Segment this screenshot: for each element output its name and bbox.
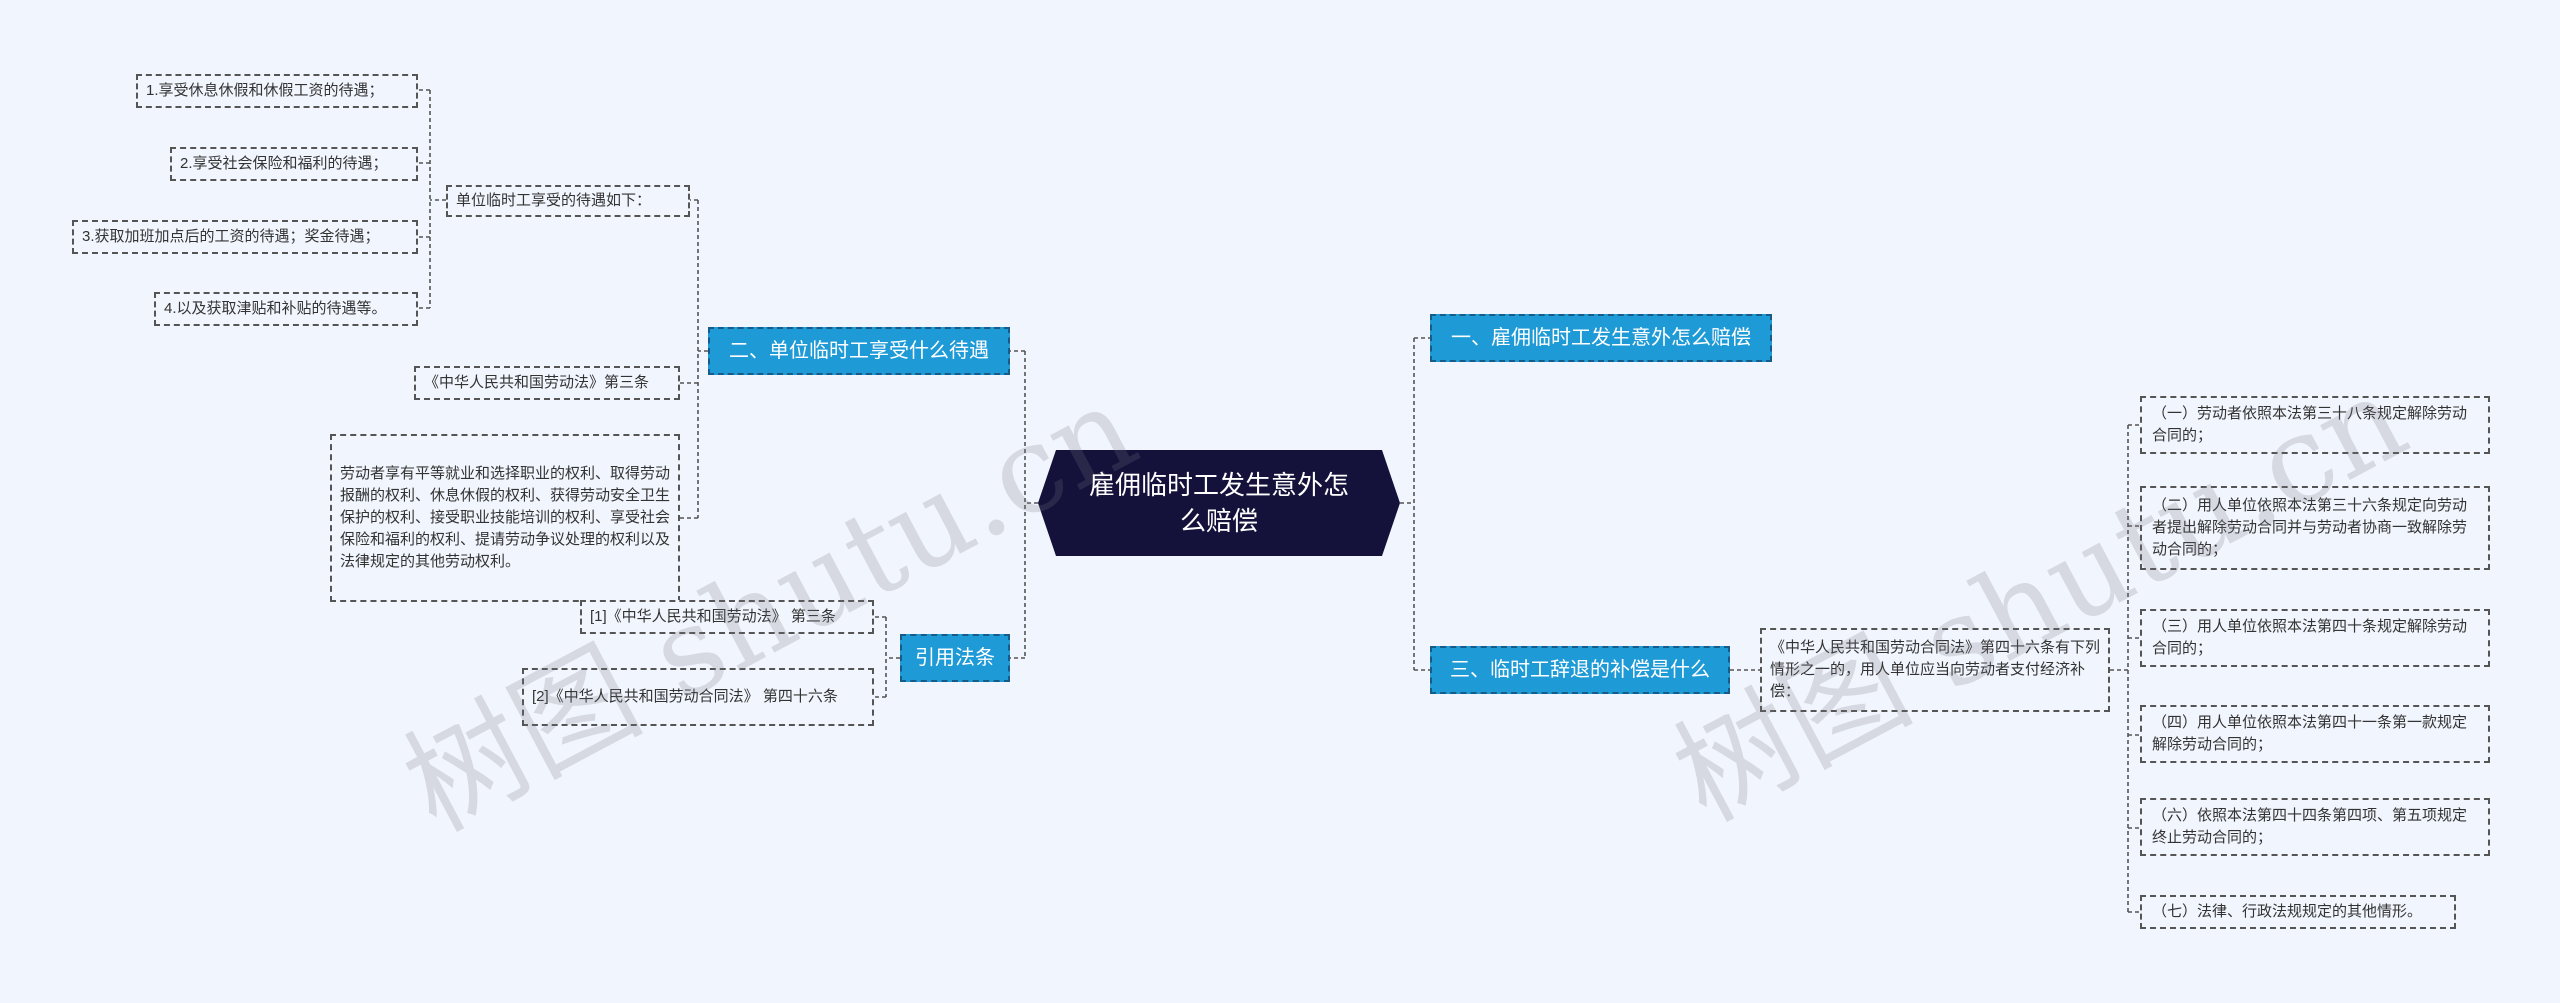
- compensation-item-4[interactable]: （四）用人单位依照本法第四十一条第一款规定解除劳动合同的；: [2140, 705, 2490, 763]
- benefit-item-1[interactable]: 1.享受休息休假和休假工资的待遇；: [136, 74, 418, 108]
- branch-dismissal-compensation[interactable]: 三、临时工辞退的补偿是什么: [1430, 646, 1730, 694]
- compensation-item-3[interactable]: （三）用人单位依照本法第四十条规定解除劳动合同的；: [2140, 609, 2490, 667]
- branch-label: 二、单位临时工享受什么待遇: [729, 340, 989, 362]
- branch-accident-compensation[interactable]: 一、雇佣临时工发生意外怎么赔偿: [1430, 314, 1772, 362]
- compensation-item-7[interactable]: （七）法律、行政法规规定的其他情形。: [2140, 895, 2456, 929]
- citation-2[interactable]: [2]《中华人民共和国劳动合同法》 第四十六条: [522, 668, 874, 726]
- benefit-item-2[interactable]: 2.享受社会保险和福利的待遇；: [170, 147, 418, 181]
- labor-rights-text[interactable]: 劳动者享有平等就业和选择职业的权利、取得劳动报酬的权利、休息休假的权利、获得劳动…: [330, 434, 680, 602]
- branch-citations[interactable]: 引用法条: [900, 634, 1010, 682]
- branch-temp-worker-benefits[interactable]: 二、单位临时工享受什么待遇: [708, 327, 1010, 375]
- benefit-item-4[interactable]: 4.以及获取津贴和补贴的待遇等。: [154, 292, 418, 326]
- root-node-shape: [1038, 450, 1400, 556]
- branch-label: 一、雇佣临时工发生意外怎么赔偿: [1451, 327, 1751, 349]
- benefit-item-3[interactable]: 3.获取加班加点后的工资的待遇；奖金待遇；: [72, 220, 418, 254]
- branch-label: 引用法条: [915, 647, 995, 669]
- benefits-subhead[interactable]: 单位临时工享受的待遇如下：: [446, 185, 690, 217]
- branch-label: 三、临时工辞退的补偿是什么: [1450, 659, 1710, 681]
- root-node[interactable]: 雇佣临时工发生意外怎么赔偿: [1038, 450, 1400, 556]
- root-title: 雇佣临时工发生意外怎么赔偿: [1088, 470, 1349, 536]
- compensation-item-2[interactable]: （二）用人单位依照本法第三十六条规定向劳动者提出解除劳动合同并与劳动者协商一致解…: [2140, 486, 2490, 570]
- compensation-item-1[interactable]: （一）劳动者依照本法第三十八条规定解除劳动合同的；: [2140, 396, 2490, 454]
- labor-law-reference[interactable]: 《中华人民共和国劳动法》第三条: [414, 366, 680, 400]
- citation-1[interactable]: [1]《中华人民共和国劳动法》 第三条: [580, 600, 874, 634]
- compensation-item-6[interactable]: （六）依照本法第四十四条第四项、第五项规定终止劳动合同的；: [2140, 798, 2490, 856]
- compensation-intro[interactable]: 《中华人民共和国劳动合同法》第四十六条有下列情形之一的，用人单位应当向劳动者支付…: [1760, 628, 2110, 712]
